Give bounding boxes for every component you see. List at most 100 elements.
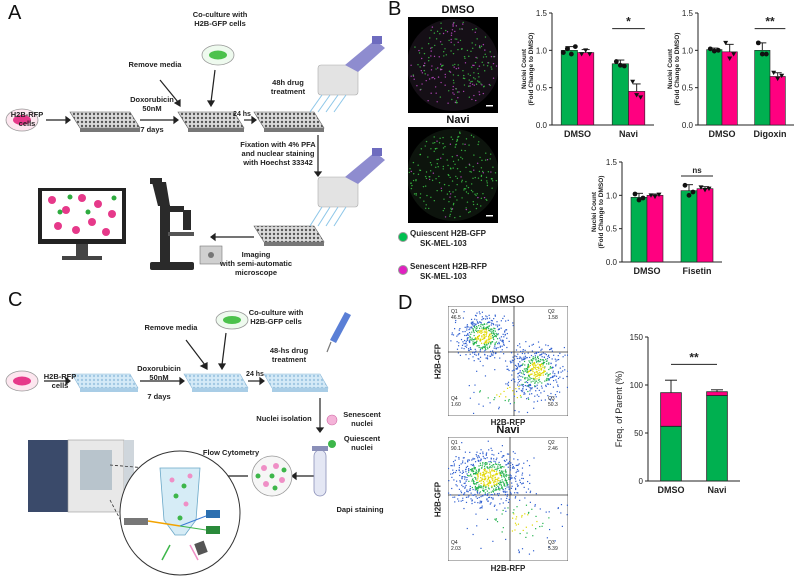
flow-event (473, 325, 476, 328)
flow-event (537, 360, 539, 362)
flow-event (527, 514, 529, 516)
micrograph-nucleus (472, 136, 475, 138)
flow-event (531, 387, 533, 389)
flow-event (500, 336, 503, 338)
flow-event (507, 463, 509, 465)
flow-event (492, 323, 494, 325)
flow-event (488, 479, 491, 482)
flow-event (532, 535, 534, 537)
flow-event (477, 455, 480, 457)
flow-event (471, 459, 473, 461)
flow-event (541, 382, 543, 384)
flow-event (539, 508, 541, 510)
micrograph-nucleus (453, 44, 456, 46)
flow-event (536, 378, 538, 380)
flow-event (532, 371, 534, 373)
d-navi-ylabel: H2B-GFP (433, 481, 443, 518)
flow-event (496, 326, 499, 328)
flow-event (566, 375, 568, 378)
flow-event (527, 352, 529, 354)
micrograph-nucleus (470, 189, 473, 192)
flow-event (488, 469, 491, 471)
flow-event (499, 337, 501, 339)
flow-event (562, 365, 564, 368)
flow-event (483, 468, 485, 471)
flow-event (513, 509, 515, 511)
flow-event (488, 496, 491, 498)
flow-event (552, 366, 554, 369)
flow-event (480, 472, 482, 474)
micrograph-nucleus (462, 21, 464, 24)
flow-event (476, 337, 478, 339)
c-gfp-dish-icon (215, 310, 249, 330)
flow-event (536, 394, 538, 396)
micrograph-nucleus (424, 145, 426, 147)
flow-event (476, 491, 478, 493)
flow-event (499, 488, 501, 490)
micrograph-nucleus (475, 83, 478, 85)
flow-event (534, 382, 536, 384)
flow-event (518, 380, 520, 382)
flow-event (466, 476, 468, 479)
micrograph-nucleus (492, 62, 495, 65)
flow-event (557, 354, 559, 357)
flow-event (494, 315, 496, 317)
flow-event (519, 356, 521, 358)
micrograph-nucleus (485, 176, 488, 179)
flow-event (497, 465, 499, 467)
flow-event (530, 359, 532, 361)
micrograph-nucleus (430, 164, 433, 166)
flow-event (506, 486, 508, 488)
flow-event (495, 478, 497, 481)
flow-event (494, 327, 496, 330)
c-nuclei-isolation-label: Nuclei isolation (256, 414, 312, 423)
flow-event (530, 384, 532, 386)
micrograph-nucleus (461, 179, 463, 182)
flow-event (463, 493, 465, 496)
flow-event (478, 468, 480, 470)
panel-a-arrows (46, 69, 323, 242)
y-tick-label: 1.0 (606, 191, 618, 200)
flow-event (471, 500, 473, 502)
bar (706, 49, 723, 126)
flow-event (524, 378, 526, 380)
micrograph-nucleus (449, 71, 452, 73)
flow-event (476, 321, 479, 323)
b-dmso-title: DMSO (441, 4, 475, 16)
flow-event (459, 474, 461, 477)
y-tick-label: 0.0 (682, 121, 694, 130)
micrograph-nucleus (457, 97, 459, 99)
flow-event (474, 461, 477, 463)
micrograph-nucleus (471, 83, 474, 85)
flow-event (523, 358, 525, 360)
flow-event (477, 330, 479, 332)
micrograph-nucleus (495, 179, 498, 182)
y-tick-label: 0.5 (682, 84, 694, 93)
flow-event (482, 451, 484, 453)
flow-event (499, 481, 502, 484)
flow-event (479, 390, 482, 392)
flow-event (532, 368, 534, 370)
micrograph-nucleus (464, 57, 466, 60)
micrograph-nucleus (453, 82, 455, 84)
flow-event (457, 334, 459, 336)
flow-event (468, 459, 471, 461)
micrograph-nucleus (446, 193, 449, 195)
flow-event (522, 363, 524, 365)
flow-event (511, 485, 513, 487)
flow-event (492, 490, 494, 492)
micrograph-nucleus (435, 92, 437, 94)
flow-event (486, 498, 488, 500)
flow-event (476, 487, 478, 489)
micrograph-nucleus (419, 153, 421, 156)
micrograph-nucleus (436, 101, 438, 103)
flow-event (477, 492, 479, 494)
flow-event (504, 479, 506, 482)
flow-event (521, 477, 523, 480)
flow-event (477, 474, 479, 476)
micrograph-nucleus (463, 189, 465, 191)
flow-event (455, 319, 457, 322)
flow-event (472, 344, 475, 346)
flow-event (559, 376, 561, 378)
flow-event (485, 462, 487, 464)
